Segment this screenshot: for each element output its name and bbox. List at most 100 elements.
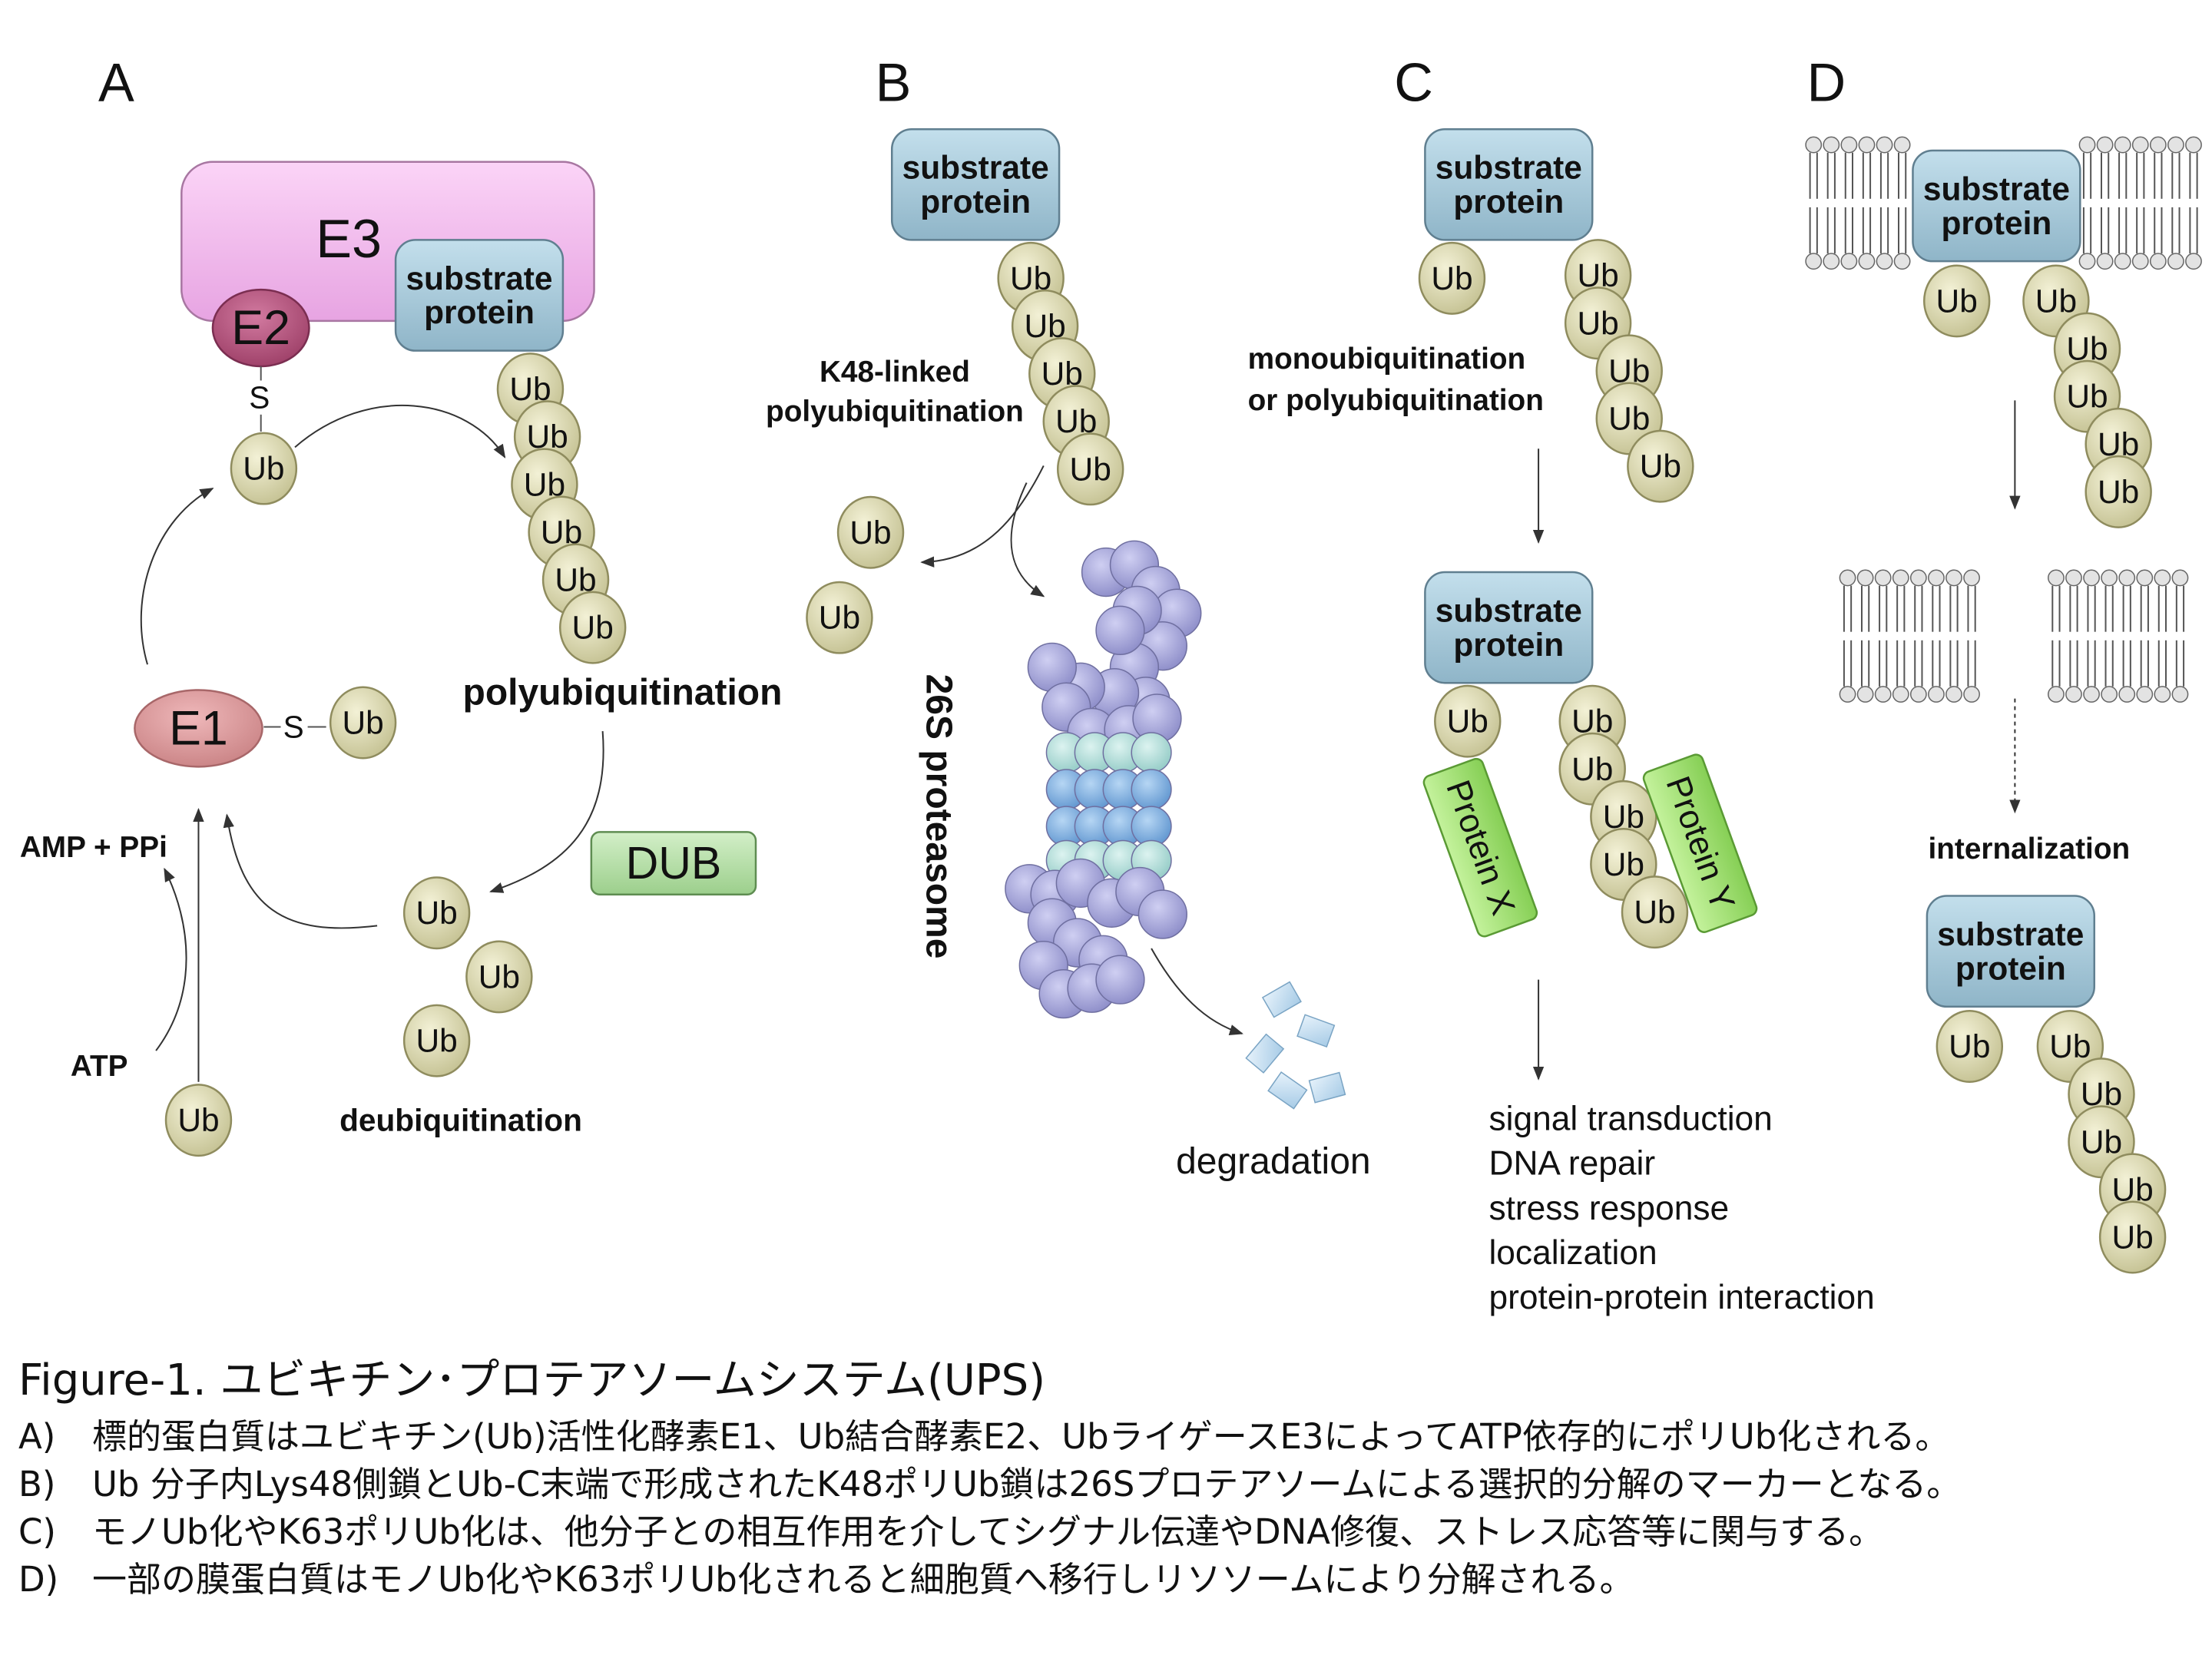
- panel-letter: B: [876, 52, 912, 113]
- atp-label: ATP: [71, 1050, 128, 1083]
- lipid-head: [2131, 253, 2149, 270]
- function-label: protein-protein interaction: [1488, 1279, 1874, 1316]
- ub-label: Ub: [342, 705, 383, 741]
- peptide-fragment: [1267, 1071, 1308, 1110]
- ub-circle: [1936, 1010, 2004, 1083]
- e1-label: E1: [169, 701, 228, 755]
- e1-to-e2-arrow: [141, 488, 215, 664]
- lipid-head: [1945, 686, 1962, 703]
- e3-label: E3: [316, 208, 382, 269]
- proteasome-subunit: [1137, 889, 1187, 939]
- lipid-head: [1805, 136, 1823, 154]
- k48-label: polyubiquitination: [766, 396, 1024, 429]
- ub-label: Ub: [2049, 1028, 2091, 1064]
- lipid-head: [2185, 136, 2202, 154]
- deubiquitination-label: deubiquitination: [339, 1103, 582, 1138]
- caption-line-a: A)標的蛋白質はユビキチン(Ub)活性化酵素E1、Ub結合酵素E2、Ubライゲー…: [18, 1413, 2200, 1461]
- to-proteasome-arrow: [1011, 483, 1046, 598]
- peptide-fragment: [1261, 981, 1302, 1018]
- caption-text: 一部の膜蛋白質はモノUb化やK63ポリUb化されると細胞質へ移行しリソソームによ…: [92, 1559, 1634, 1600]
- ub-circle: [402, 1004, 471, 1077]
- ub-circle: [1418, 241, 1486, 315]
- lipid-head: [2149, 253, 2167, 270]
- ub-label: Ub: [478, 958, 520, 995]
- ub-molecule: Ub: [558, 591, 627, 664]
- lipid-bilayer: [1805, 136, 1911, 270]
- lipid-head: [2083, 569, 2100, 587]
- ub-molecule: Ub: [2098, 1200, 2167, 1274]
- ub-molecule: Ub: [1922, 264, 1991, 338]
- ub-circle: [836, 495, 905, 569]
- ub-circle: [329, 686, 397, 760]
- peptide-fragment: [1308, 1071, 1346, 1104]
- ub-molecule: Ub: [402, 876, 471, 950]
- lipid-head: [1892, 569, 1909, 587]
- lipid-head: [1893, 253, 1911, 270]
- ub-label: Ub: [2111, 1219, 2153, 1255]
- caption-text: 標的蛋白質はユビキチン(Ub)活性化酵素E1、Ub結合酵素E2、UbライゲースE…: [92, 1416, 1950, 1457]
- ub-circle: [1627, 429, 1694, 503]
- caption-line-d: D)一部の膜蛋白質はモノUb化やK63ポリUb化されると細胞質へ移行しリソソーム…: [18, 1556, 2200, 1604]
- lipid-head: [1892, 686, 1909, 703]
- ub-molecule: Ub: [402, 1004, 471, 1077]
- ups-diagram: AE3substrateproteinE2SUbUbUbUbUbUbUbpoly…: [20, 52, 2202, 1317]
- lipid-head: [1945, 569, 1962, 587]
- substrate-box: [1424, 571, 1594, 684]
- ub-circle: [1056, 432, 1124, 506]
- ub-label: Ub: [849, 515, 891, 551]
- lipid-head: [2131, 136, 2149, 154]
- lipid-head: [2096, 253, 2114, 270]
- ub-circle: [164, 1084, 233, 1157]
- caption-text: Ub 分子内Lys48側鎖とUb-C末端で形成されたK48ポリUb鎖は26Sプロ…: [92, 1464, 1962, 1504]
- lipid-head: [2101, 569, 2118, 587]
- protein-x: Protein X: [1422, 757, 1538, 938]
- panel-letter: D: [1807, 52, 1846, 113]
- lipid-head: [1858, 253, 1876, 270]
- ub-label: Ub: [1640, 449, 1681, 485]
- ub-label: Ub: [1936, 283, 1978, 319]
- lipid-head: [1856, 686, 1874, 703]
- ub-molecule: Ub: [1056, 432, 1124, 506]
- substrate-label: protein: [424, 294, 535, 330]
- mono-label: monoubiquitination: [1248, 343, 1526, 376]
- lipid-bilayer: [2048, 569, 2189, 703]
- ub-molecule: Ub: [1627, 429, 1694, 503]
- ub-circle: [465, 940, 533, 1014]
- degradation-label: degradation: [1176, 1141, 1371, 1182]
- lipid-head: [1858, 136, 1876, 154]
- proteasome: [1005, 540, 1202, 1019]
- ub-label: Ub: [1577, 305, 1618, 341]
- ub-label: Ub: [1949, 1028, 1990, 1064]
- lipid-head: [1874, 569, 1892, 587]
- lipid-head: [1823, 253, 1840, 270]
- ub-label: Ub: [416, 895, 457, 931]
- ub-label: Ub: [1571, 751, 1613, 787]
- panel-letter: C: [1394, 52, 1433, 113]
- ub-circle: [1922, 264, 1991, 338]
- degradation-arrow: [1151, 948, 1245, 1037]
- substrate-label: substrate: [1937, 916, 2084, 952]
- lipid-head: [1909, 569, 1927, 587]
- substrate-label: protein: [1453, 627, 1564, 663]
- lipid-head: [2114, 253, 2131, 270]
- function-label: localization: [1488, 1234, 1657, 1272]
- lipid-head: [2114, 136, 2131, 154]
- lipid-head: [2154, 569, 2171, 587]
- ub-molecule: Ub: [1936, 1010, 2004, 1083]
- lipid-head: [1856, 569, 1874, 587]
- ub-label: Ub: [819, 600, 860, 636]
- ub-label: Ub: [1608, 401, 1650, 437]
- proteasome-subunit: [1131, 769, 1172, 810]
- lipid-head: [2078, 136, 2096, 154]
- ub-molecule: Ub: [230, 432, 298, 505]
- lipid-head: [2065, 569, 2082, 587]
- lipid-head: [1876, 136, 1893, 154]
- ub-molecule: Ub: [1418, 241, 1486, 315]
- sulfur-label: S: [283, 710, 304, 745]
- lipid-head: [1963, 686, 1980, 703]
- substrate-label: protein: [1941, 205, 2051, 241]
